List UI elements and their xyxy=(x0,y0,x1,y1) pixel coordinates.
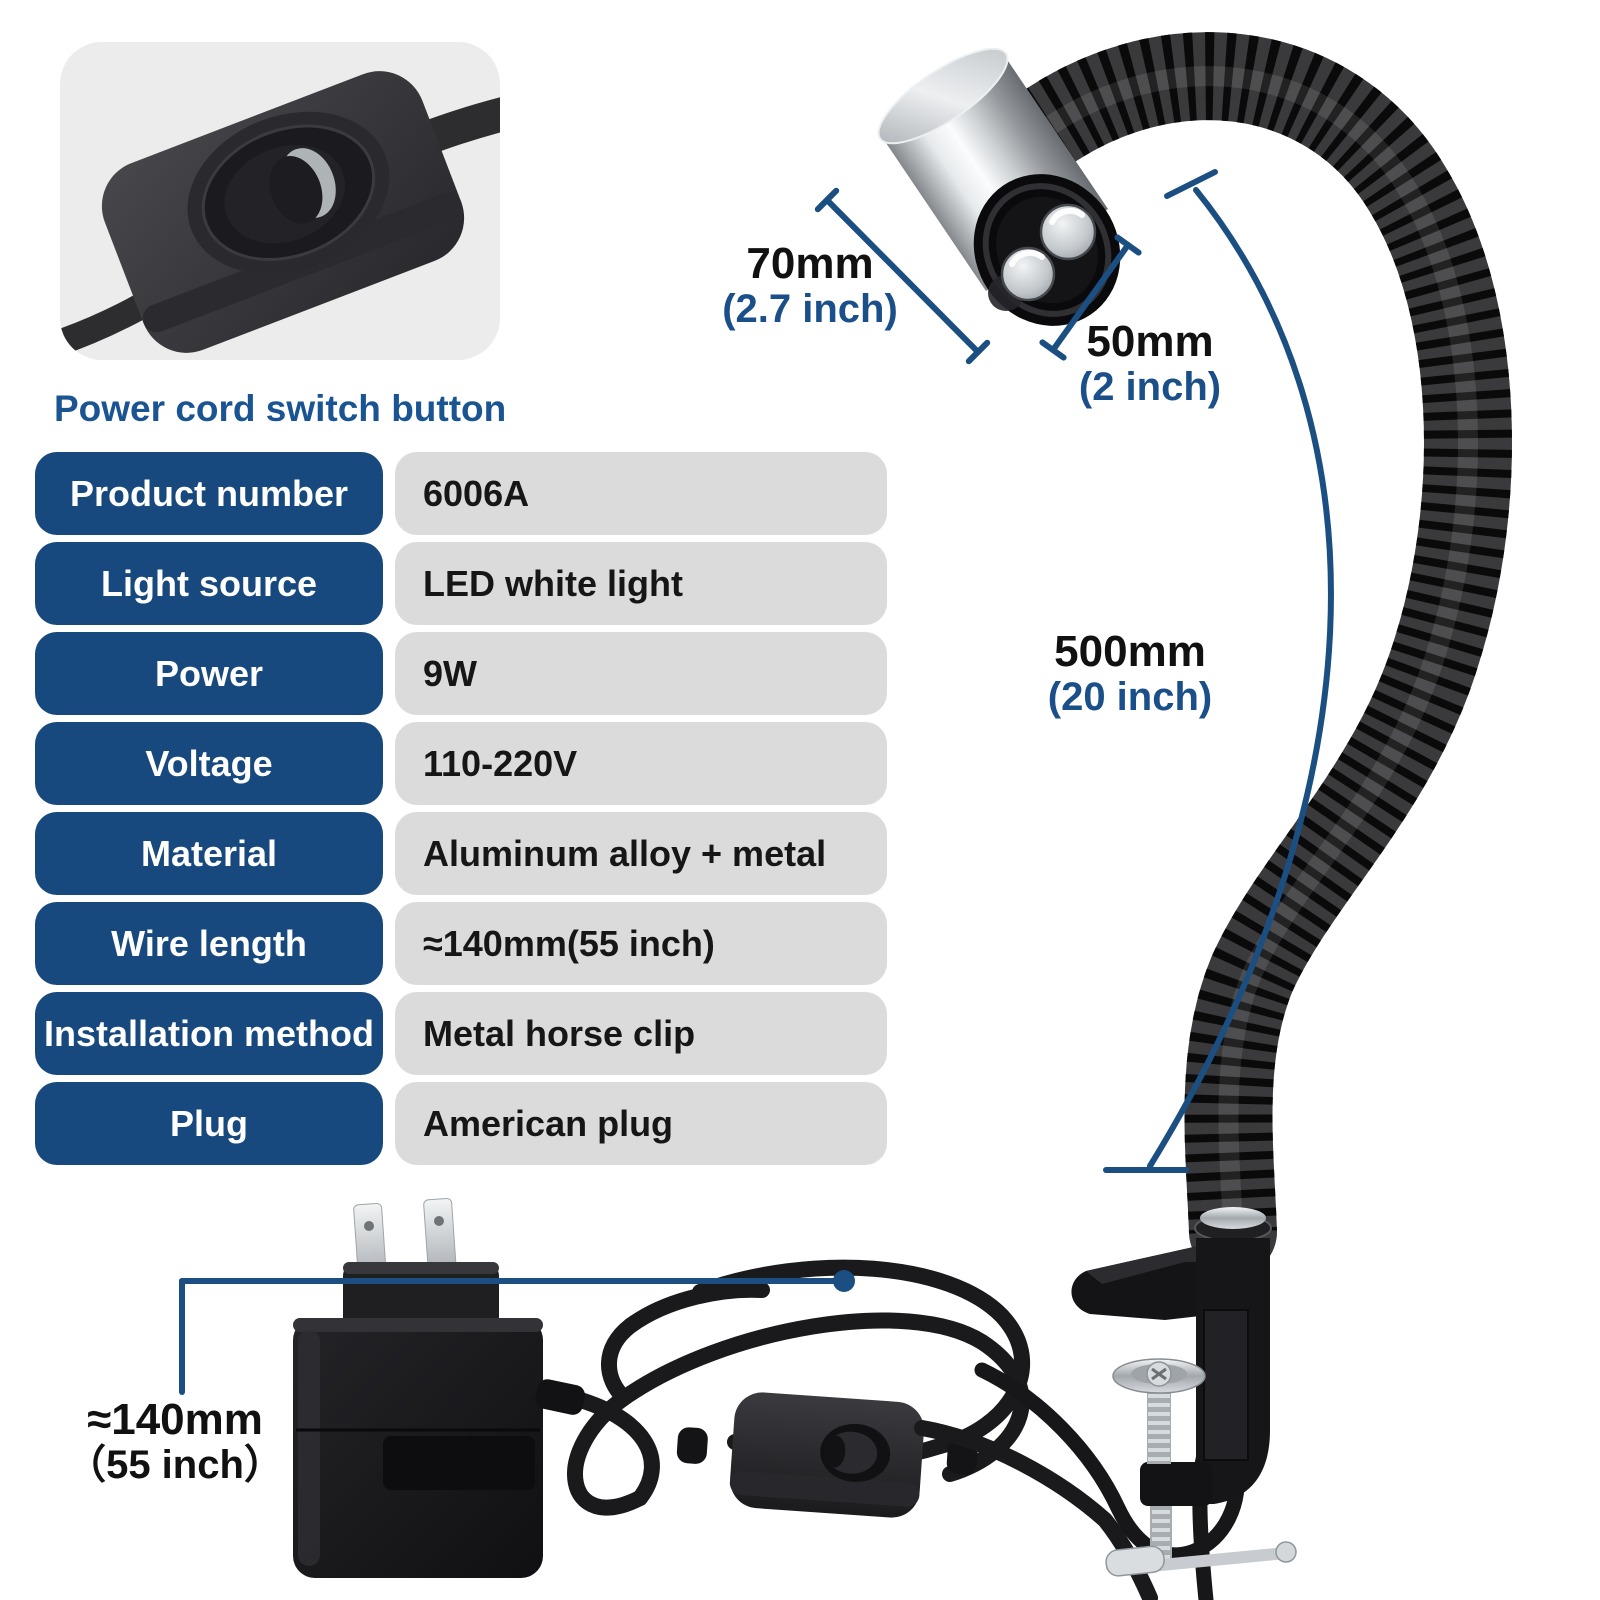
dimension-mm: 70mm xyxy=(746,239,874,288)
dimension-inch: （55 inch） xyxy=(66,1442,284,1487)
switch-photo xyxy=(60,71,500,360)
dimension-mm: ≈140mm xyxy=(87,1395,263,1444)
mounting-screw xyxy=(1105,1358,1297,1577)
spec-value: ≈140mm(55 inch) xyxy=(395,902,887,985)
dimension-lines xyxy=(179,169,1334,1395)
spec-value: LED white light xyxy=(395,542,887,625)
strain-relief xyxy=(535,1379,585,1415)
table-row: Voltage 110-220V xyxy=(35,722,887,805)
dimension-line-head-diameter xyxy=(1039,234,1142,361)
dimension-line-head-length xyxy=(814,187,991,365)
dimension-label-head-length: 70mm (2.7 inch) xyxy=(650,240,970,332)
spec-value: American plug xyxy=(395,1082,887,1165)
spec-value: Aluminum alloy + metal xyxy=(395,812,887,895)
table-row: Installation method Metal horse clip xyxy=(35,992,887,1075)
spec-table: Product number 6006A Light source LED wh… xyxy=(35,452,887,1165)
dimension-inch: (2 inch) xyxy=(1078,364,1222,409)
spec-label: Material xyxy=(35,812,383,895)
spec-label: Product number xyxy=(35,452,383,535)
dimension-mm: 50mm xyxy=(1086,317,1214,366)
spec-value: 9W xyxy=(395,632,887,715)
spec-label: Power xyxy=(35,632,383,715)
spec-value: 110-220V xyxy=(395,722,887,805)
dimension-inch: (20 inch) xyxy=(1047,674,1213,719)
lamp-head xyxy=(877,47,1121,326)
dimension-inch: (2.7 inch) xyxy=(722,286,898,331)
spec-label: Voltage xyxy=(35,722,383,805)
spec-value: 6006A xyxy=(395,452,887,535)
spec-label: Light source xyxy=(35,542,383,625)
inset-caption: Power cord switch button xyxy=(54,388,507,429)
dimension-label-cord-length: ≈140mm （55 inch） xyxy=(20,1396,330,1488)
table-clamp xyxy=(1071,1207,1297,1577)
dimension-mm: 500mm xyxy=(1054,627,1206,676)
dimension-line-cord xyxy=(179,1270,855,1395)
table-row: Material Aluminum alloy + metal xyxy=(35,812,887,895)
dimension-line-gooseneck xyxy=(1103,169,1334,1173)
inline-switch xyxy=(676,1392,978,1518)
dimension-label-gooseneck-length: 500mm (20 inch) xyxy=(975,628,1285,720)
spec-label: Installation method xyxy=(35,992,383,1075)
inset-photo xyxy=(60,42,500,360)
table-row: Plug American plug xyxy=(35,1082,887,1165)
table-row: Light source LED white light xyxy=(35,542,887,625)
dimension-label-head-diameter: 50mm (2 inch) xyxy=(990,318,1310,410)
power-adapter xyxy=(293,1197,585,1578)
spec-value: Metal horse clip xyxy=(395,992,887,1075)
spec-label: Wire length xyxy=(35,902,383,985)
table-row: Wire length ≈140mm(55 inch) xyxy=(35,902,887,985)
gooseneck-arm xyxy=(986,32,1512,1276)
table-row: Product number 6006A xyxy=(35,452,887,535)
table-row: Power 9W xyxy=(35,632,887,715)
spec-label: Plug xyxy=(35,1082,383,1165)
